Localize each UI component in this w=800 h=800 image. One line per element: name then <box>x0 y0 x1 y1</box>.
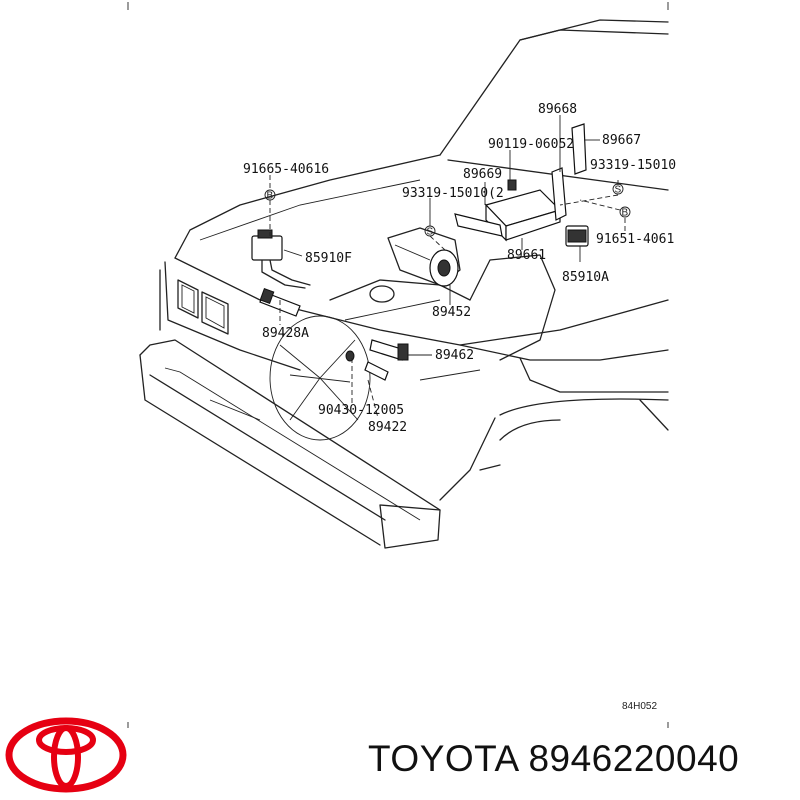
engine-compartment <box>269 227 556 441</box>
callout-s-middle: S <box>427 227 434 238</box>
label-89668: 89668 <box>538 102 577 117</box>
label-89452: 89452 <box>432 305 471 320</box>
crop-marks <box>127 2 669 728</box>
label-91651: 91651-4061 <box>596 232 674 247</box>
leader-lines <box>269 115 626 419</box>
label-93319-right: 93319-15010 <box>590 158 676 173</box>
logo-rings <box>5 717 127 793</box>
label-89667: 89667 <box>602 133 641 148</box>
label-89661: 89661 <box>507 248 546 263</box>
label-93319-left: 93319-15010(2 <box>402 186 504 201</box>
label-85910F: 85910F <box>305 251 352 266</box>
part-labels: 91665-40616 85910F 89428A 89668 90119-06… <box>243 102 676 712</box>
callout-s-right: S <box>615 185 622 196</box>
figure-code: 84H052 <box>622 701 657 712</box>
label-89422: 89422 <box>368 420 407 435</box>
callout-markers: B S S B <box>264 183 631 238</box>
label-89428A: 89428A <box>262 326 309 341</box>
toyota-logo-icon <box>5 717 127 793</box>
component-parts <box>251 123 589 381</box>
label-85910A: 85910A <box>562 270 609 285</box>
brand-caption: TOYOTA 8946220040 <box>368 738 739 780</box>
callout-b-top-left: B <box>267 191 274 202</box>
label-89669: 89669 <box>463 167 502 182</box>
brand-name: TOYOTA <box>368 738 518 779</box>
vehicle-body-outline <box>139 19 669 549</box>
label-90430: 90430-12005 <box>318 403 404 418</box>
label-90119: 90119-06052 <box>488 137 574 152</box>
part-number: 8946220040 <box>528 738 740 779</box>
callout-b-right: B <box>622 208 629 219</box>
label-89462: 89462 <box>435 348 474 363</box>
label-91665: 91665-40616 <box>243 162 329 177</box>
